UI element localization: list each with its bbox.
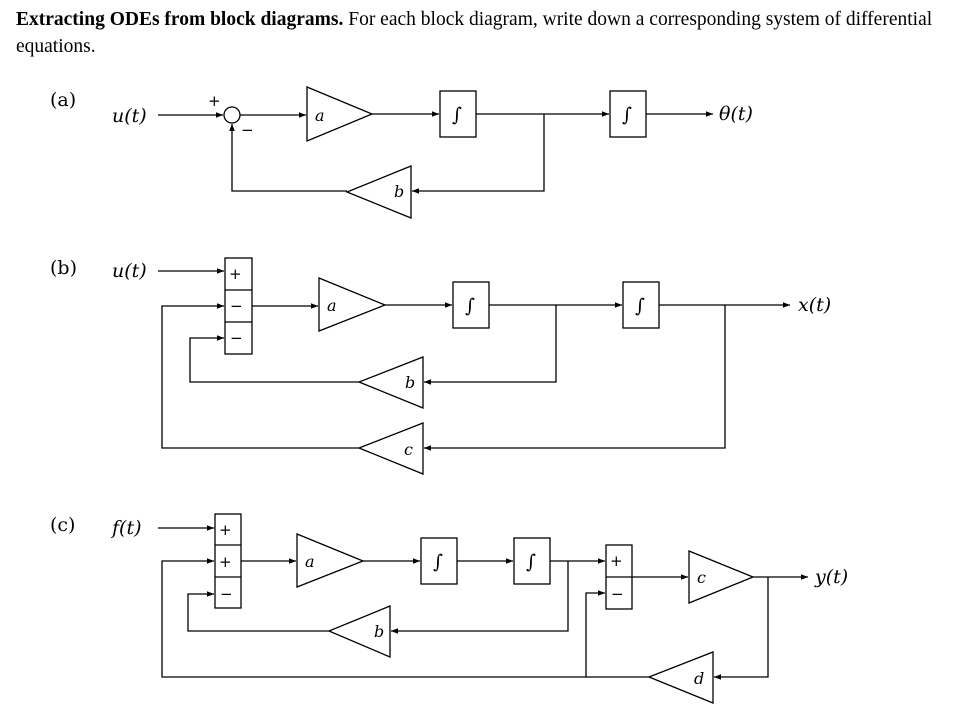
- summing-block-c1: [214, 513, 242, 609]
- feedback-gain-label-c1: b: [374, 622, 384, 641]
- output-label-c: y(t): [814, 566, 848, 588]
- feedback-gain-label-c2: d: [694, 669, 704, 688]
- wire-c-feedback1-return: [187, 591, 329, 632]
- problem-title: Extracting ODEs from block diagrams.: [16, 9, 344, 30]
- part-label-c: (c): [50, 514, 75, 536]
- gain-block-c: [296, 533, 365, 588]
- wire-c-feedback2-branch: [585, 590, 605, 677]
- wire-c-feedback2-return: [161, 558, 649, 678]
- wire-b-feedback1-return: [189, 335, 359, 383]
- output-label-b: x(t): [798, 294, 831, 316]
- integrator-1-symbol-b: ∫: [465, 295, 475, 317]
- integrator-2-symbol-a: ∫: [622, 104, 632, 126]
- sum1-sign-1-c: +: [219, 521, 232, 539]
- sum-sign-plus-a: +: [208, 92, 221, 110]
- gain-label-b: a: [327, 296, 337, 315]
- summing-block-b: [224, 257, 253, 355]
- wire-c-feedback1-tap: [391, 561, 569, 634]
- feedback-gain-block-b1: [357, 356, 424, 409]
- gain-label-c: a: [305, 552, 315, 571]
- sum1-sign-2-c: +: [219, 553, 232, 571]
- wire-b-feedback2-return: [161, 303, 359, 449]
- part-label-a: (a): [50, 89, 76, 111]
- sum1-sign-3-c: −: [220, 585, 233, 603]
- problem-statement: Extracting ODEs from block diagrams. For…: [16, 6, 946, 60]
- integrator-2-a: [609, 90, 647, 138]
- sum-sign-minus-a: −: [241, 121, 254, 139]
- wire-c-feedback2-tap: [714, 577, 769, 680]
- integrator-1-c: [420, 537, 458, 585]
- integrator-2-c: [513, 537, 551, 585]
- input-label-c: f(t): [110, 517, 142, 539]
- wire-b-feedback2-tap: [424, 305, 726, 451]
- gain-block-b: [318, 277, 387, 332]
- integrator-2-symbol-c: ∫: [526, 551, 536, 573]
- summing-junction-a: [223, 106, 241, 124]
- output-label-a: θ(t): [719, 103, 753, 125]
- feedback-gain-label-b1: b: [405, 373, 415, 392]
- integrator-1-b: [452, 281, 490, 329]
- integrator-2-symbol-b: ∫: [635, 295, 645, 317]
- gain-block-a: [306, 86, 374, 142]
- part-label-b: (b): [50, 257, 77, 279]
- wire-a-feedback-return: [229, 124, 347, 192]
- integrator-1-symbol-a: ∫: [452, 104, 462, 126]
- sum2-sign-1-c: +: [610, 552, 623, 570]
- sum-sign-1-b: +: [229, 265, 242, 283]
- input-label-a: u(t): [112, 105, 147, 127]
- wire-b-feedback1-tap: [424, 305, 557, 385]
- feedback-gain-block-c1: [327, 605, 391, 658]
- sum-sign-2-b: −: [230, 297, 243, 315]
- feedback-gain-block-c2: [647, 651, 714, 704]
- diagram-a: (a) u(t) + − a ∫ ∫ θ(t) b: [50, 86, 753, 219]
- diagram-c: (c) f(t) + + − a ∫ ∫ + − c y(t) b: [50, 513, 848, 704]
- input-label-b: u(t): [112, 260, 147, 282]
- sum2-sign-2-c: −: [611, 585, 624, 603]
- sum-sign-3-b: −: [230, 329, 243, 347]
- output-gain-block-c: [688, 550, 755, 604]
- feedback-gain-label-a: b: [394, 182, 404, 201]
- problem-text: For each block diagram, write down a cor…: [16, 9, 933, 57]
- wire-a-feedback-tap: [412, 114, 545, 194]
- feedback-gain-block-a: [345, 165, 412, 219]
- feedback-gain-block-b2: [357, 422, 424, 475]
- gain-label-a: a: [315, 106, 325, 125]
- integrator-2-b: [622, 281, 660, 329]
- diagram-b: (b) u(t) + − − a ∫ ∫ x(t) b c: [50, 257, 831, 475]
- integrator-1-symbol-c: ∫: [433, 551, 443, 573]
- output-gain-label-c: c: [697, 568, 706, 587]
- feedback-gain-label-b2: c: [404, 440, 413, 459]
